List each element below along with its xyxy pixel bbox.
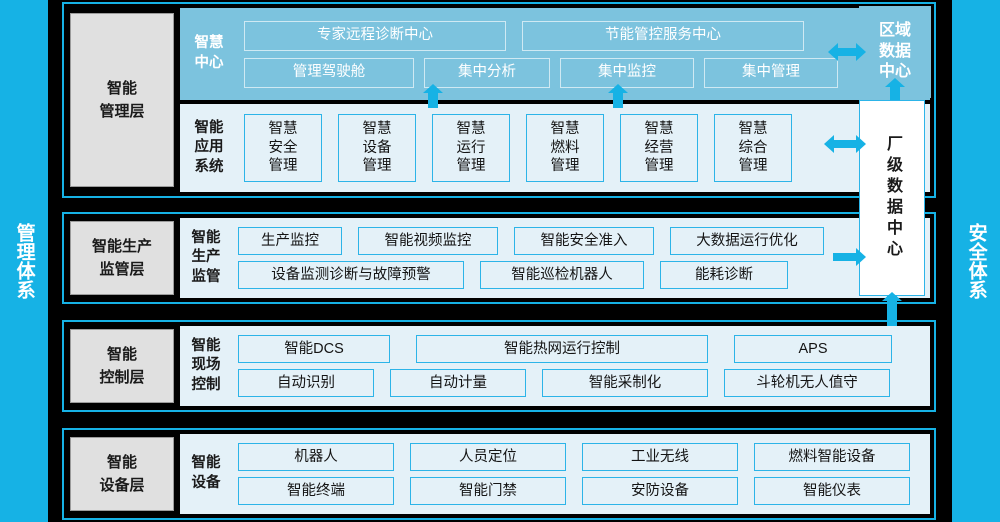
chip-personnel-positioning[interactable]: 人员定位: [410, 443, 566, 471]
chip-automatic-metering[interactable]: 自动计量: [390, 369, 526, 397]
chip-bigdata-operation-optimization[interactable]: 大数据运行优化: [670, 227, 824, 255]
equipment-row-2: 智能终端 智能门禁 安防设备 智能仪表: [238, 477, 924, 505]
group-smart-center-label: 智慧 中心: [194, 35, 224, 71]
chip-energy-consumption-diagnosis[interactable]: 能耗诊断: [660, 261, 788, 289]
chip-smart-equipment-management[interactable]: 智慧 设备 管理: [338, 114, 416, 182]
production-row-1: 生产监控 智能视频监控 智能安全准入 大数据运行优化: [238, 227, 924, 255]
layer-control: 智能 控制层 智能 现场 控制 智能DCS 智能热网运行控制 APS 自动识别 …: [62, 320, 936, 412]
group-smart-production-supervision: 智能 生产 监管 生产监控 智能视频监控 智能安全准入 大数据运行优化 设备监测…: [180, 218, 930, 298]
layer-management-title: 智能 管理层: [70, 13, 174, 187]
left-band-management-system: 管理体系: [0, 0, 48, 522]
control-row-2: 自动识别 自动计量 智能采制化 斗轮机无人值守: [238, 369, 924, 397]
group-smart-equipment: 智能 设备 机器人 人员定位 工业无线 燃料智能设备 智能终端 智能门禁 安防设…: [180, 434, 930, 514]
arrow-up-control-to-plant-dc: [882, 292, 902, 322]
arrow-up-plant-to-region: [885, 78, 905, 112]
chip-smart-inspection-robot[interactable]: 智能巡检机器人: [480, 261, 644, 289]
right-band-label: 安全体系: [965, 223, 987, 299]
arrow-up-apps-to-center-1: [423, 84, 443, 108]
chip-centralized-monitoring[interactable]: 集中监控: [560, 57, 694, 88]
chip-smart-operation-management[interactable]: 智慧 运行 管理: [432, 114, 510, 182]
chip-smart-safety-management[interactable]: 智慧 安全 管理: [244, 114, 322, 182]
chip-smart-fuel-management[interactable]: 智慧 燃料 管理: [526, 114, 604, 182]
chip-smart-safety-access[interactable]: 智能安全准入: [514, 227, 654, 255]
control-row-1: 智能DCS 智能热网运行控制 APS: [238, 335, 924, 363]
chip-smart-heat-network-control[interactable]: 智能热网运行控制: [416, 335, 708, 363]
production-row-2: 设备监测诊断与故障预警 智能巡检机器人 能耗诊断: [238, 261, 924, 289]
group-smart-application-system: 智能 应用 系统 智慧 安全 管理 智慧 设备 管理 智慧 运行 管理 智慧 燃…: [180, 104, 930, 192]
equipment-row-1: 机器人 人员定位 工业无线 燃料智能设备: [238, 443, 924, 471]
chip-management-cockpit[interactable]: 管理驾驶舱: [244, 57, 414, 88]
arrow-bidirectional-apps-to-plant-dc: [824, 135, 866, 153]
arrow-production-to-plant-dc: [833, 248, 866, 266]
chip-expert-remote-diagnosis-center[interactable]: 专家远程诊断中心: [244, 20, 506, 51]
arrow-bidirectional-center-to-region-dc: [828, 43, 866, 61]
left-band-label: 管理体系: [13, 223, 35, 299]
chip-equipment-monitoring-diagnosis-fault-warning[interactable]: 设备监测诊断与故障预警: [238, 261, 464, 289]
smart-apps-row: 智慧 安全 管理 智慧 设备 管理 智慧 运行 管理 智慧 燃料 管理 智慧 经…: [244, 114, 924, 182]
chip-smart-terminal[interactable]: 智能终端: [238, 477, 394, 505]
group-field-control-label: 智能 现场 控制: [191, 337, 221, 393]
layer-equipment: 智能 设备层 智能 设备 机器人 人员定位 工业无线 燃料智能设备 智能终端 智…: [62, 428, 936, 520]
chip-aps[interactable]: APS: [734, 335, 892, 363]
chip-centralized-analysis[interactable]: 集中分析: [424, 57, 550, 88]
layer-production-supervision-title: 智能生产 监管层: [70, 221, 174, 295]
chip-centralized-management[interactable]: 集中管理: [704, 57, 838, 88]
chip-smart-video-monitoring[interactable]: 智能视频监控: [358, 227, 498, 255]
layer-control-title: 智能 控制层: [70, 329, 174, 403]
right-band-safety-system: 安全体系: [952, 0, 1000, 522]
chip-security-equipment[interactable]: 安防设备: [582, 477, 738, 505]
chip-industrial-wireless[interactable]: 工业无线: [582, 443, 738, 471]
chip-fuel-smart-equipment[interactable]: 燃料智能设备: [754, 443, 910, 471]
group-smart-application-system-label: 智能 应用 系统: [194, 119, 224, 175]
arrow-up-apps-to-center-2: [608, 84, 628, 108]
layer-production-supervision: 智能生产 监管层 智能 生产 监管 生产监控 智能视频监控 智能安全准入 大数据…: [62, 212, 936, 304]
group-smart-production-label: 智能 生产 监管: [191, 229, 221, 285]
chip-smart-sampling-preparation[interactable]: 智能采制化: [542, 369, 708, 397]
layer-management: 智能 管理层 智慧 中心 专家远程诊断中心 节能管控服务中心 管理驾驶舱 集中分…: [62, 2, 936, 198]
layer-equipment-title: 智能 设备层: [70, 437, 174, 511]
smart-center-row-2: 管理驾驶舱 集中分析 集中监控 集中管理: [244, 57, 924, 88]
plant-data-center[interactable]: 厂级数据中心: [859, 100, 925, 296]
chip-stacker-reclaimer-unattended[interactable]: 斗轮机无人值守: [724, 369, 890, 397]
chip-smart-business-management[interactable]: 智慧 经营 管理: [620, 114, 698, 182]
chip-smart-instrument[interactable]: 智能仪表: [754, 477, 910, 505]
chip-energy-saving-control-service-center[interactable]: 节能管控服务中心: [522, 20, 804, 51]
group-smart-equipment-label: 智能 设备: [191, 455, 221, 491]
chip-automatic-identification[interactable]: 自动识别: [238, 369, 374, 397]
chip-smart-access-control[interactable]: 智能门禁: [410, 477, 566, 505]
chip-smart-integrated-management[interactable]: 智慧 综合 管理: [714, 114, 792, 182]
chip-smart-dcs[interactable]: 智能DCS: [238, 335, 390, 363]
group-smart-center: 智慧 中心 专家远程诊断中心 节能管控服务中心 管理驾驶舱 集中分析 集中监控 …: [180, 8, 930, 100]
chip-robot[interactable]: 机器人: [238, 443, 394, 471]
chip-production-monitoring[interactable]: 生产监控: [238, 227, 342, 255]
group-field-control: 智能 现场 控制 智能DCS 智能热网运行控制 APS 自动识别 自动计量 智能…: [180, 326, 930, 406]
smart-center-row-1: 专家远程诊断中心 节能管控服务中心: [244, 20, 924, 51]
